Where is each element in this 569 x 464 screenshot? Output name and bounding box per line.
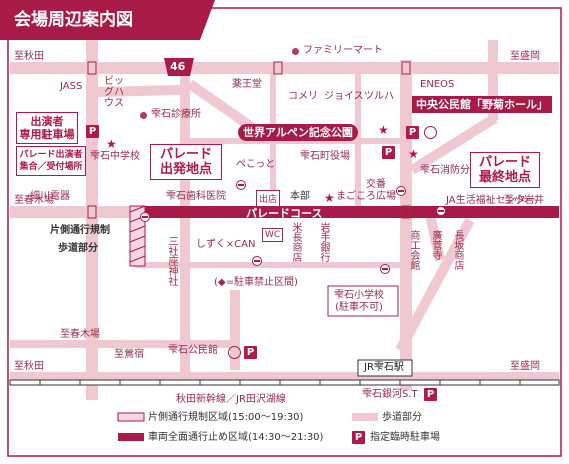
place-ja-center: JA生活福祉センター bbox=[446, 195, 536, 206]
label-meeting: パレード出演者 集合／受付場所 bbox=[16, 146, 86, 176]
direction-akita-top: 至秋田 bbox=[14, 51, 44, 62]
parking-icon: P bbox=[406, 126, 419, 139]
label-no-parking: (◆=駐車禁止区間) bbox=[214, 277, 298, 288]
direction-morioka-bottom: 至盛岡 bbox=[510, 361, 540, 372]
no-entry-icon bbox=[140, 212, 150, 222]
label-sidewalk: 歩道部分 bbox=[58, 243, 98, 254]
route-number: 46 bbox=[170, 60, 186, 73]
star-icon: ★ bbox=[378, 123, 389, 137]
legend-parking-icon: P bbox=[352, 431, 365, 444]
public-office-icon bbox=[424, 126, 437, 139]
place-dental: 雫石歯科医院 bbox=[166, 191, 226, 202]
place-fire-station: 雫石消防分署 bbox=[420, 165, 480, 176]
place-clinic: 雫石診療所 bbox=[151, 109, 201, 120]
place-ginga-st: 雫石銀河S.T bbox=[362, 389, 418, 400]
place-magokoro: まごころ広場 bbox=[336, 191, 396, 202]
place-komeri: コメリ bbox=[288, 91, 318, 102]
label-one-way: 片側通行規制 bbox=[50, 225, 110, 236]
place-elementary: 雫石小学校 (駐車不可) bbox=[334, 290, 384, 313]
place-wc: WC bbox=[262, 228, 284, 242]
place-kome-nagao: 米長商店 bbox=[290, 222, 301, 262]
place-big-house: ビッグハウス bbox=[104, 76, 124, 109]
direction-gosho: 至鶯宿 bbox=[114, 349, 144, 360]
place-alpen-park: 世界アルペン記念公園 bbox=[238, 124, 358, 141]
place-shoukoukai: 商工会館 bbox=[408, 230, 419, 270]
place-joyce: ジョイス bbox=[324, 91, 364, 102]
no-entry-icon bbox=[252, 256, 262, 266]
parking-icon: P bbox=[244, 346, 257, 359]
parking-icon: P bbox=[382, 146, 395, 159]
star-icon: ★ bbox=[106, 137, 117, 151]
label-parade-end: パレード 最終地点 bbox=[470, 152, 540, 188]
parking-icon: P bbox=[424, 388, 437, 401]
label-parade-start: パレード 出発地点 bbox=[150, 144, 222, 180]
place-iwate-bank: 岩手銀行 bbox=[318, 222, 329, 262]
map-title: 会場周辺案内図 bbox=[14, 10, 133, 30]
place-honbu: 本部 bbox=[290, 191, 310, 202]
no-entry-icon bbox=[396, 186, 406, 196]
place-kominkan: 雫石公民館 bbox=[168, 345, 218, 356]
place-nagasaka: 長坂商店 bbox=[452, 230, 463, 270]
label-parking: 出演者 専用駐車場 bbox=[16, 112, 78, 144]
legend-parking: 指定臨時駐車場 bbox=[370, 432, 440, 443]
place-yakuodo: 薬王堂 bbox=[232, 79, 262, 90]
place-hirogi: 廣菅寺 bbox=[430, 230, 441, 260]
place-tsuruha: ツルハ bbox=[364, 91, 394, 102]
direction-akita-bottom: 至秋田 bbox=[14, 361, 44, 372]
place-chuo-kominkan: 中央公民館「野菊ホール」 bbox=[412, 96, 552, 113]
direction-harukiba-lower: 至春木場 bbox=[60, 329, 100, 340]
place-town-office: 雫石町役場 bbox=[300, 151, 350, 162]
label-railway: 秋田新幹線／JR田沢湖線 bbox=[176, 394, 286, 405]
place-sanshain: 三社座神社 bbox=[166, 236, 177, 286]
place-eneos: ENEOS bbox=[420, 79, 455, 90]
no-entry-icon bbox=[436, 206, 446, 216]
star-icon: ★ bbox=[408, 147, 419, 161]
direction-harukiba: 至春木場 bbox=[14, 195, 54, 206]
place-shizuku-can: しずく×CAN bbox=[196, 239, 256, 250]
place-deguchi: 出店 bbox=[256, 190, 281, 207]
place-family-mart: ファミリーマート bbox=[303, 45, 383, 56]
place-pekotto: ぺこっと bbox=[236, 159, 276, 170]
label-parade-course: パレードコース bbox=[246, 207, 323, 220]
legend-sidewalk: 歩道部分 bbox=[382, 412, 422, 423]
star-icon: ★ bbox=[324, 191, 335, 205]
no-entry-icon bbox=[380, 264, 390, 274]
legend-closure: 車両全面通行止め区域(14:30〜21:30) bbox=[148, 432, 324, 443]
public-office-icon bbox=[228, 346, 241, 359]
direction-morioka-top: 至盛岡 bbox=[510, 51, 540, 62]
place-jass: JASS bbox=[60, 81, 83, 92]
place-jr-station: JR雫石駅 bbox=[364, 362, 404, 373]
legend-one-way: 片側通行規制区域(15:00〜19:30) bbox=[148, 412, 304, 423]
place-hosokawa: 細川電器 bbox=[30, 191, 70, 202]
parking-icon: P bbox=[86, 125, 99, 138]
no-entry-icon bbox=[236, 180, 246, 190]
place-junior-high: 雫石中学校 bbox=[90, 151, 140, 162]
direction-koiwai: 至小岩井 bbox=[504, 195, 544, 206]
place-kosha: 交番 bbox=[366, 179, 386, 190]
